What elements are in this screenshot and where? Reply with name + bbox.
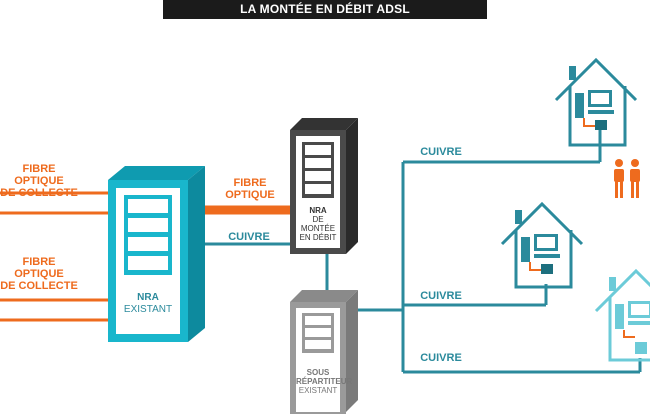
rack-nra-montee <box>290 118 358 254</box>
label-line: NRA <box>137 292 159 303</box>
label-line: DE COLLECTE <box>0 187 78 199</box>
people-icon <box>614 159 640 198</box>
label-line: OPTIQUE <box>14 175 64 187</box>
label-fibre-collecte-2: FIBRE OPTIQUE DE COLLECTE <box>0 256 78 292</box>
nra-montee-label: NRA DE MONTÉE EN DÉBIT <box>296 206 340 242</box>
label-fibre-optique: FIBRE OPTIQUE <box>220 177 280 201</box>
label-line: MONTÉE <box>300 224 336 233</box>
label-fibre-collecte-1: FIBRE OPTIQUE DE COLLECTE <box>0 163 78 199</box>
sous-repartiteur-label: SOUS RÉPARTITEUR EXISTANT <box>296 368 353 395</box>
nra-existant-label: NRA EXISTANT <box>116 292 180 316</box>
label-line: EXISTANT <box>123 304 173 315</box>
fibre-lines-left <box>0 191 108 322</box>
house-bottom <box>594 268 650 362</box>
label-line: SOUS <box>306 368 330 377</box>
house-top <box>554 57 638 147</box>
label-cuivre-bot: CUIVRE <box>420 352 462 364</box>
label-line: NRA <box>309 206 327 215</box>
label-cuivre-nra: CUIVRE <box>228 231 270 243</box>
computer-top <box>575 90 614 130</box>
label-line: OPTIQUE <box>14 268 64 280</box>
house-middle <box>500 201 584 289</box>
label-line: DE <box>312 215 324 224</box>
computer-bottom <box>615 301 650 354</box>
label-line: EN DÉBIT <box>299 233 337 242</box>
diagram-title: LA MONTÉE EN DÉBIT ADSL <box>163 0 487 19</box>
label-line: OPTIQUE <box>225 189 275 201</box>
cuivre-network <box>358 128 642 374</box>
label-cuivre-top: CUIVRE <box>420 146 462 158</box>
label-line: FIBRE <box>22 163 56 175</box>
label-line: EXISTANT <box>298 386 338 395</box>
label-line: DE COLLECTE <box>0 280 78 292</box>
label-cuivre-mid: CUIVRE <box>420 290 462 302</box>
rack-nra-existant <box>108 166 205 342</box>
label-line: RÉPARTITEUR <box>296 377 353 386</box>
rack-sous-repartiteur <box>290 290 358 414</box>
computer-middle <box>521 234 560 274</box>
label-line: FIBRE <box>233 177 267 189</box>
label-line: FIBRE <box>22 256 56 268</box>
